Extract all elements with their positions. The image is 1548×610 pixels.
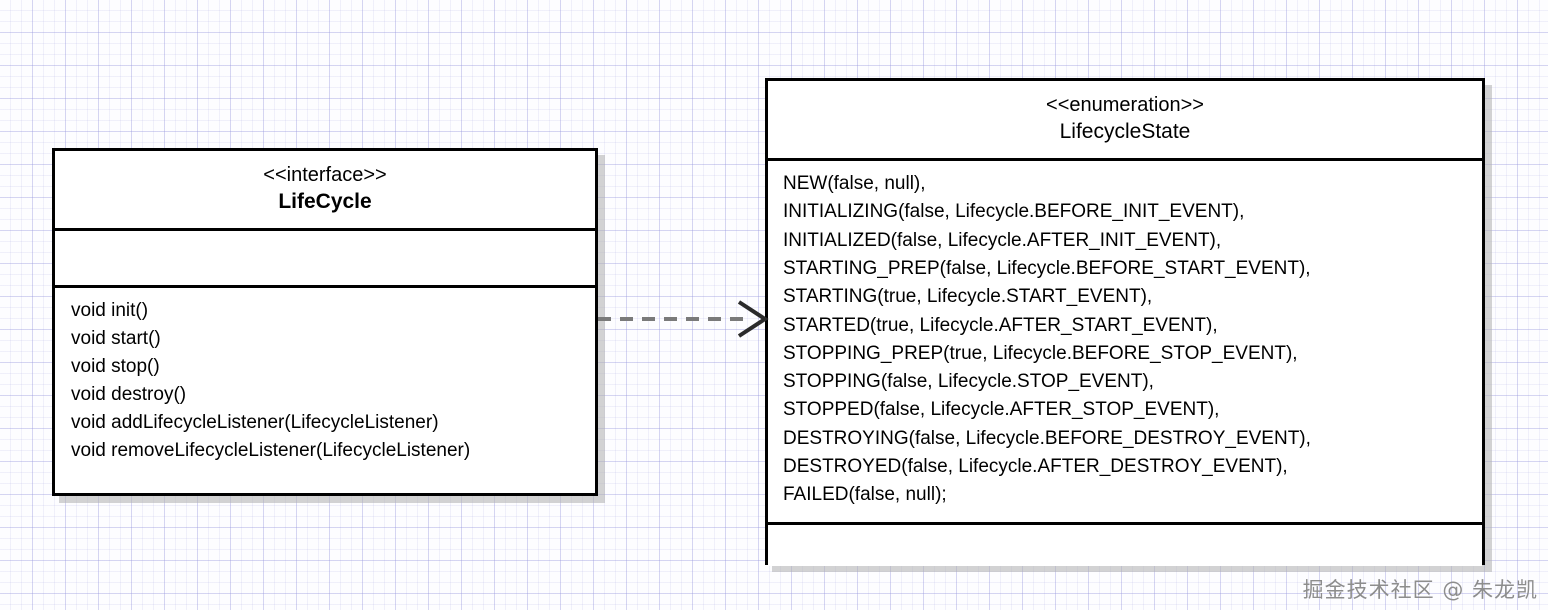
enum-constant: FAILED(false, null); xyxy=(783,484,947,506)
method-signature: void init() xyxy=(71,300,149,322)
method-signature: void stop() xyxy=(71,356,160,378)
enum-constant: STARTED(true, Lifecycle.AFTER_START_EVEN… xyxy=(783,314,1218,336)
uml-class-interface-lifecycle[interactable]: <<interface>> LifeCycle void init()void … xyxy=(52,148,598,496)
enum-constant: STARTING_PREP(false, Lifecycle.BEFORE_ST… xyxy=(783,258,1311,279)
enum-constant: STOPPING_PREP(true, Lifecycle.BEFORE_STO… xyxy=(783,342,1298,364)
method-signature: void removeLifecycleListener(LifecycleLi… xyxy=(71,440,471,462)
interface-attributes-compartment xyxy=(55,228,595,286)
enumeration-constants-compartment: NEW(false, null), INITIALIZING(false, Lif… xyxy=(768,158,1482,522)
method-signature: void start() xyxy=(71,328,161,350)
enum-constant: STOPPING(false, Lifecycle.STOP_EVENT), xyxy=(783,371,1154,393)
enum-constant: INITIALIZING(false, Lifecycle.BEFORE_INI… xyxy=(783,201,1245,223)
interface-name: LifeCycle xyxy=(278,190,372,214)
enum-constant: NEW(false, null), xyxy=(783,173,926,195)
watermark-text: 掘金技术社区 @ 朱龙凯 xyxy=(1302,578,1538,602)
enumeration-methods-compartment xyxy=(768,521,1482,566)
interface-header: <<interface>> LifeCycle xyxy=(55,151,595,229)
enumeration-stereotype: <<enumeration>> xyxy=(1046,94,1204,116)
enum-constant: INITIALIZED(false, Lifecycle.AFTER_INIT_… xyxy=(783,229,1222,251)
uml-class-enumeration-lifecyclestate[interactable]: <<enumeration>> LifecycleState NEW(false… xyxy=(765,78,1485,566)
dependency-arrowhead-icon xyxy=(737,300,769,338)
enum-constant: DESTROYED(false, Lifecycle.AFTER_DESTROY… xyxy=(783,456,1288,478)
method-signature: void destroy() xyxy=(71,384,187,406)
enumeration-name: LifecycleState xyxy=(1059,120,1191,144)
enum-constant: STARTING(true, Lifecycle.START_EVENT), xyxy=(783,286,1153,308)
enum-constant: DESTROYING(false, Lifecycle.BEFORE_DESTR… xyxy=(783,427,1311,449)
interface-stereotype: <<interface>> xyxy=(263,164,387,186)
interface-methods-compartment: void init() void start() void stop() void d… xyxy=(55,285,595,476)
dependency-connector[interactable] xyxy=(598,296,770,342)
enumeration-header: <<enumeration>> LifecycleState xyxy=(768,81,1482,159)
enum-constant: STOPPED(false, Lifecycle.AFTER_STOP_EVEN… xyxy=(783,399,1220,421)
method-signature: void addLifecycleListener(LifecycleListe… xyxy=(71,412,439,434)
